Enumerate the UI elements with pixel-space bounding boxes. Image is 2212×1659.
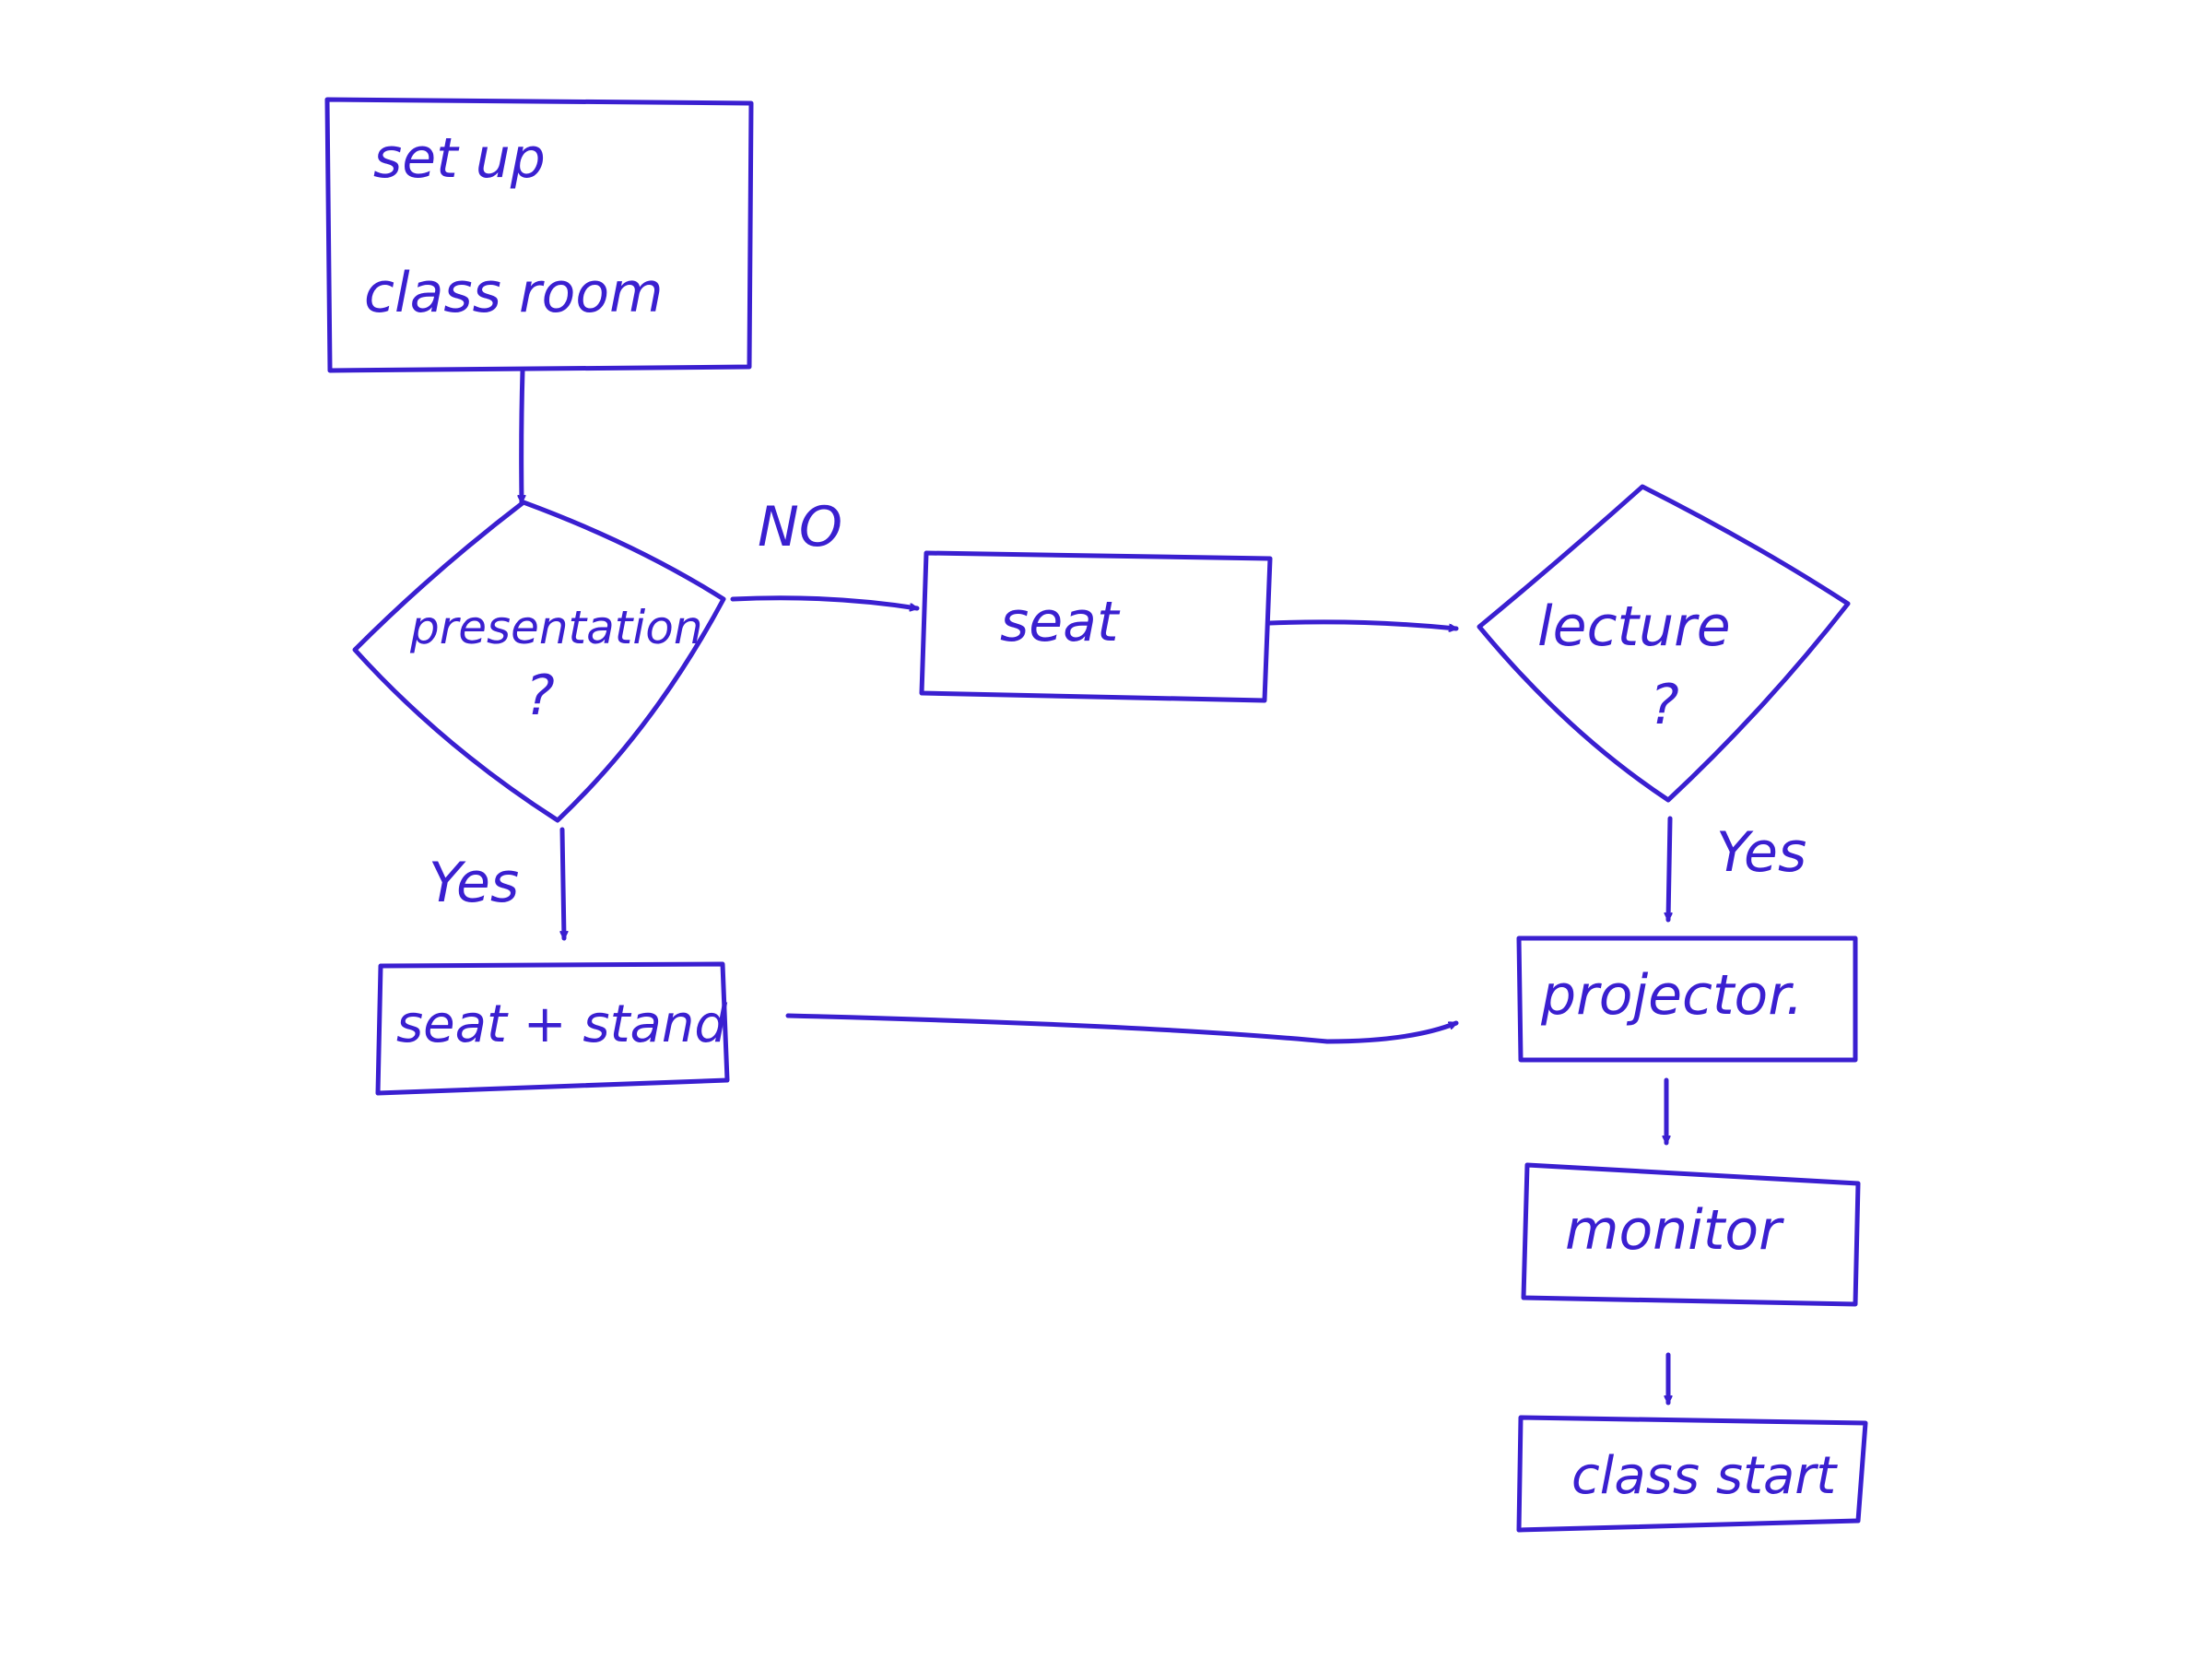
seat-stand-label: seat + stand — [396, 994, 727, 1054]
edge-label-yes-left: Yes — [429, 851, 519, 915]
setup-classroom-line2: class room — [364, 261, 664, 325]
seat-box — [919, 550, 1273, 703]
arrow-presentation-to-seat — [730, 595, 920, 608]
projector-box — [1516, 935, 1858, 1063]
edge-label-no: NO — [758, 495, 842, 559]
arrow-lecture-to-projector — [1668, 816, 1670, 923]
monitor-box — [1521, 1162, 1861, 1307]
ink-layer: set up class room presentation ? seat le… — [324, 97, 1868, 1533]
monitor-label: monitor — [1565, 1198, 1784, 1263]
class-start-box — [1516, 1415, 1868, 1533]
presentation-label: presentation — [409, 601, 703, 654]
presentation-question-mark: ? — [525, 664, 555, 728]
class-start-label: class start — [1571, 1446, 1838, 1506]
edge-label-yes-right: Yes — [1716, 820, 1806, 885]
arrow-seat-to-lecture — [1267, 619, 1459, 629]
presentation-decision-diamond — [352, 500, 726, 823]
lecture-label: lecture — [1537, 594, 1731, 659]
projector-label: projector. — [1540, 963, 1804, 1028]
lecture-question-mark: ? — [1650, 673, 1679, 737]
arrow-presentation-to-seat-stand — [562, 827, 564, 941]
setup-classroom-line1: set up — [373, 126, 546, 191]
seat-stand-box — [375, 961, 730, 1096]
lecture-decision-diamond — [1477, 484, 1851, 803]
arrow-seat-stand-to-projector — [785, 1013, 1459, 1044]
seat-label: seat — [1000, 590, 1121, 654]
arrow-setup-to-presentation — [522, 368, 523, 505]
setup-classroom-box — [324, 97, 754, 373]
